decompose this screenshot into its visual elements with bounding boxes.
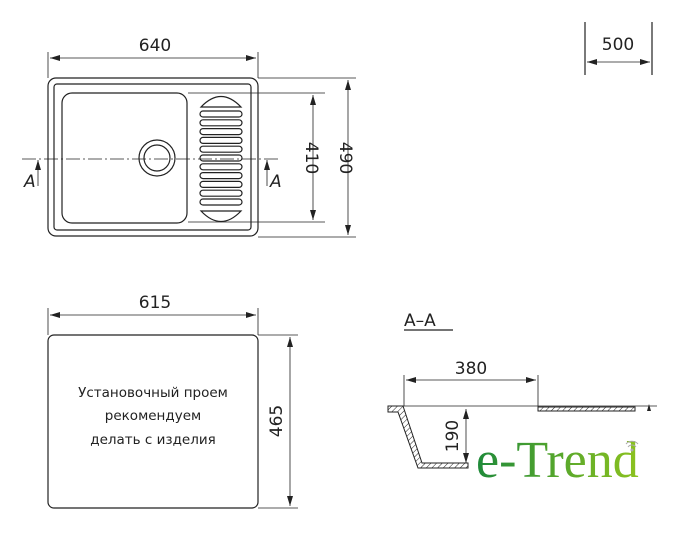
sink-outline <box>47 77 259 237</box>
drainer-rib <box>199 145 243 153</box>
drain-outer-icon <box>138 139 176 177</box>
section-view: A–A 380 190 <box>387 311 657 469</box>
wifi-icon <box>625 440 639 452</box>
section-mark-right: A <box>269 172 282 192</box>
cabinet-size: 500 <box>584 22 653 75</box>
cutout-note-line-2: рекомендуем <box>105 408 201 424</box>
drainer-profile <box>537 406 636 412</box>
cutout-note-line-3: делать с изделия <box>90 432 215 448</box>
logo-text: e-Trend <box>476 432 639 489</box>
section-mark-left: A <box>23 172 36 192</box>
cutout-width: 615 <box>139 293 171 313</box>
bowl-profile <box>387 405 469 469</box>
drainer-rib <box>199 119 243 127</box>
sink-rim <box>53 83 252 231</box>
etrend-logo: e-Trend <box>476 432 639 489</box>
top-view: A A 640 410 490 <box>22 36 356 238</box>
cutout-note-line-1: Установочный проем <box>78 385 228 401</box>
drainer-rib <box>199 154 243 162</box>
bowl <box>61 92 188 224</box>
cutout-height: 465 <box>267 405 287 437</box>
drainer-rib <box>199 163 243 171</box>
drainer-rib <box>199 172 243 180</box>
section-depth: 190 <box>443 420 463 452</box>
depth-dimension: 490 <box>335 142 355 174</box>
drainer-rib <box>199 128 243 136</box>
section-title: A–A <box>404 311 436 331</box>
cabinet-dimension: 500 <box>602 35 634 55</box>
drainer-rib <box>199 198 243 206</box>
drainer-bottom-cap <box>199 210 243 223</box>
cutout-view: 615 465 Установочный проем рекомендуем д… <box>47 293 298 509</box>
cutout-outline <box>47 334 259 509</box>
drainer-rib <box>199 136 243 144</box>
drainer-ribs <box>199 95 243 223</box>
width-dimension: 640 <box>139 36 171 56</box>
drainer-rib <box>199 180 243 188</box>
drainer-top-cap <box>199 95 243 108</box>
section-length: 380 <box>455 359 487 379</box>
drainer-rib <box>199 110 243 118</box>
drainer-rib <box>199 189 243 197</box>
drain-inner-icon <box>143 144 171 172</box>
bowl-dimension: 410 <box>301 142 321 174</box>
